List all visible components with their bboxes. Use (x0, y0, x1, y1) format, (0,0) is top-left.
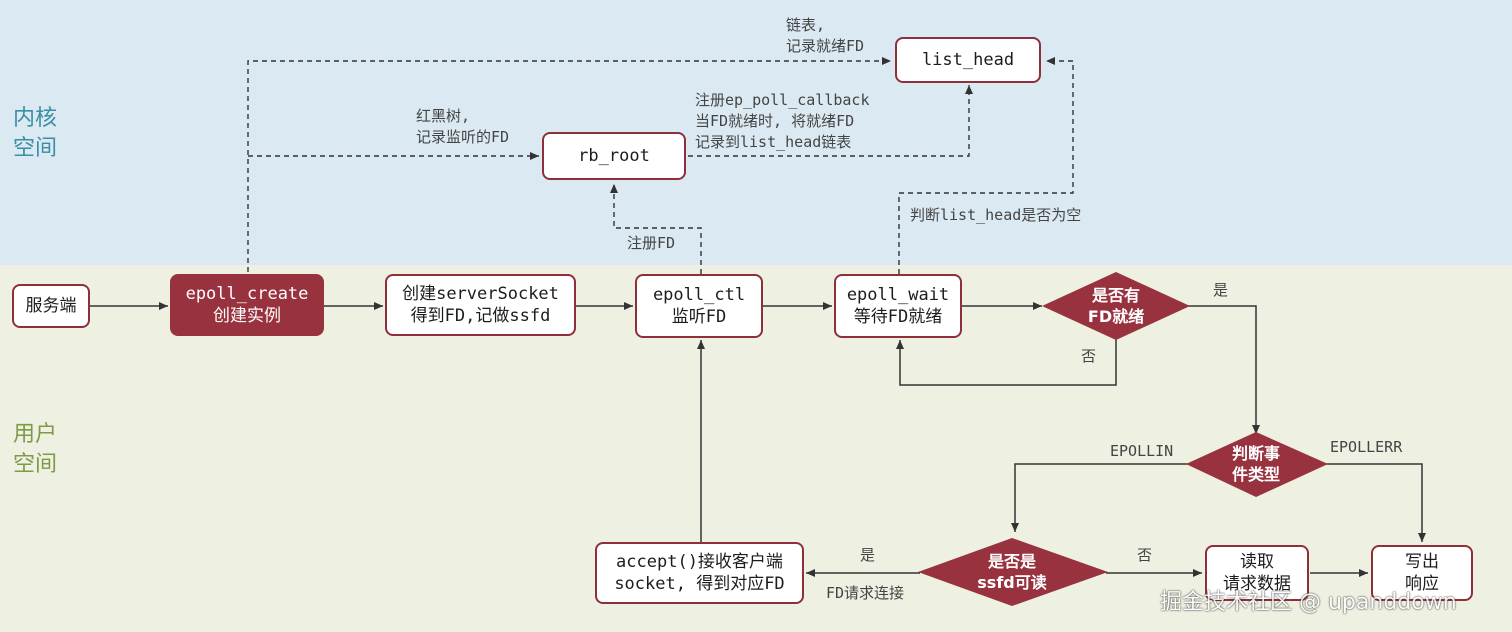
node-line: epoll_ctl (652, 285, 746, 305)
epoll-ctl-node: epoll_ctl 监听FD (635, 274, 763, 338)
decision-shape-is-ssfd (918, 538, 1108, 606)
note-line: 否 (1081, 347, 1097, 365)
note-line: EPOLLIN (1110, 442, 1174, 460)
node-line: rb_root (578, 146, 650, 166)
node-line: 创建实例 (213, 306, 281, 326)
decision-shape-event-type (1186, 432, 1328, 497)
decision-label-is-ssfd: 是否是 ssfd可读 (952, 551, 1072, 593)
kernel-space-band (0, 0, 1512, 265)
decision-line: 判断事 (1231, 444, 1280, 463)
epoll-wait-node: epoll_wait 等待FD就绪 (834, 274, 962, 338)
note-list-head: 链表, 记录就绪FD (786, 15, 864, 57)
note-rb-root: 红黑树, 记录监听的FD (416, 106, 509, 148)
rb-root-node: rb_root (542, 132, 686, 180)
edge-callback (688, 85, 973, 157)
node-line: epoll_wait (846, 285, 950, 305)
zone-line: 空间 (13, 452, 58, 477)
decision-shape-fd-ready (1042, 272, 1190, 340)
note-line: 判断list_head是否为空 (910, 206, 1082, 224)
note-line: 是 (1213, 281, 1229, 299)
node-line: 写出 (1405, 552, 1439, 572)
note-line: 记录到list_head链表 (695, 133, 852, 151)
note-epollin: EPOLLIN (1110, 441, 1173, 462)
zone-line: 用户 (13, 422, 58, 447)
node-line: accept()接收客户端 (616, 552, 783, 572)
note-line: 记录监听的FD (416, 128, 510, 146)
decision-line: 是否是 (987, 552, 1036, 571)
note-line: EPOLLERR (1330, 438, 1403, 456)
kernel-space-label: 内核 空间 (13, 104, 57, 164)
note-yes-ssfd: 是 (860, 545, 875, 566)
edge-register-fd (610, 184, 702, 274)
node-line: 读取 (1240, 552, 1274, 572)
note-fd-connect: FD请求连接 (826, 583, 904, 604)
note-line: FD请求连接 (826, 584, 905, 602)
decision-line: 件类型 (1231, 465, 1280, 484)
create-server-socket-node: 创建serverSocket 得到FD,记做ssfd (385, 274, 576, 336)
note-line: 否 (1137, 546, 1153, 564)
note-register-fd: 注册FD (627, 233, 675, 254)
user-space-label: 用户 空间 (13, 420, 57, 480)
node-line: 服务端 (25, 296, 77, 316)
accept-node: accept()接收客户端 socket, 得到对应FD (595, 542, 804, 604)
list-head-node: list_head (895, 37, 1041, 83)
edge-yes-event (1188, 305, 1260, 434)
node-line: list_head (921, 50, 1015, 70)
note-line: 红黑树, (416, 107, 471, 125)
edge-create-list (247, 57, 891, 272)
note-check-list: 判断list_head是否为空 (910, 205, 1081, 226)
note-callback: 注册ep_poll_callback 当FD就绪时, 将就绪FD 记录到list… (695, 90, 870, 153)
note-line: 链表, (786, 16, 826, 34)
note-yes-ready: 是 (1213, 280, 1228, 301)
note-epollerr: EPOLLERR (1330, 437, 1402, 458)
node-line: socket, 得到对应FD (614, 574, 785, 594)
note-line: 记录就绪FD (786, 37, 865, 55)
node-line: epoll_create (185, 284, 309, 304)
note-line: 当FD就绪时, 将就绪FD (695, 112, 855, 130)
edge-check-list (898, 57, 1074, 274)
epoll-create-node: epoll_create 创建实例 (170, 274, 324, 336)
note-line: 注册ep_poll_callback (695, 91, 870, 109)
node-line: 创建serverSocket (402, 284, 559, 304)
edge-no-loop (896, 338, 1117, 386)
node-line: 等待FD就绪 (853, 307, 943, 327)
decision-line: FD就绪 (1087, 307, 1145, 326)
decision-label-fd-ready: 是否有 FD就绪 (1066, 285, 1166, 327)
node-line: 得到FD,记做ssfd (410, 306, 551, 326)
server-node: 服务端 (12, 284, 90, 328)
decision-line: 是否有 (1091, 286, 1140, 305)
note-line: 是 (860, 546, 876, 564)
node-line: 请求数据 (1223, 574, 1291, 594)
edge-epollin (1011, 463, 1198, 532)
watermark: 掘金技术社区 @ upanddown (1160, 590, 1457, 615)
note-line: 注册FD (627, 234, 676, 252)
note-no-ssfd: 否 (1137, 545, 1152, 566)
write-response-node: 写出 响应 (1371, 545, 1473, 601)
node-line: 监听FD (671, 307, 727, 327)
zone-line: 内核 (13, 106, 58, 131)
read-request-node: 读取 请求数据 (1205, 545, 1309, 601)
edge-epollerr (1326, 463, 1426, 542)
zone-line: 空间 (13, 136, 58, 161)
decision-label-event-type: 判断事 件类型 (1206, 443, 1306, 485)
decision-line: ssfd可读 (977, 573, 1047, 592)
note-no-ready: 否 (1081, 346, 1096, 367)
node-line: 响应 (1405, 574, 1439, 594)
